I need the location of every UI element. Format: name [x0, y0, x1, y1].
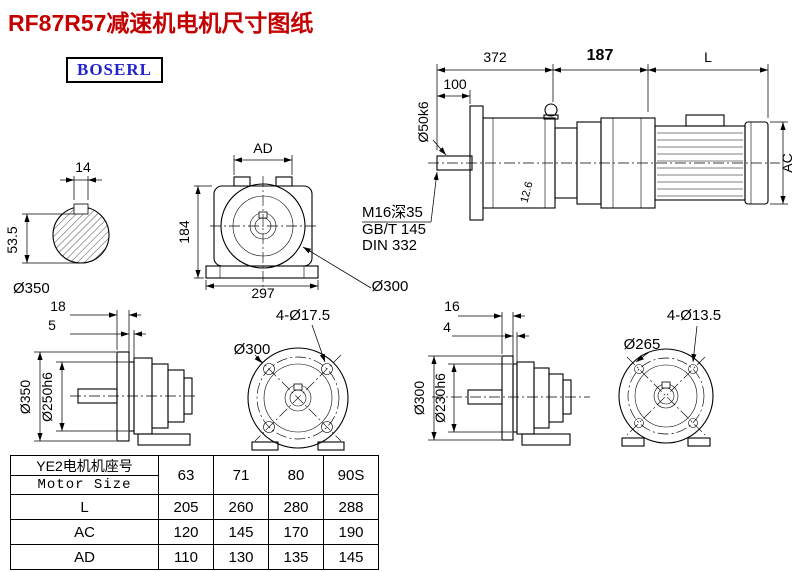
- flange-unit-2-face-view: Ø265 4-Ø13.5: [618, 307, 721, 447]
- brand-logo: BOSERL: [66, 57, 163, 83]
- fu1-face-od-label: Ø300: [234, 341, 271, 358]
- tap-standard-din: DIN 332: [362, 237, 417, 254]
- value-cell: 110: [158, 544, 214, 570]
- value-cell: 205: [158, 494, 214, 520]
- front-flange-dia-label: Ø300: [372, 278, 409, 295]
- fu2-spigot-length-label: 4: [443, 319, 451, 335]
- keyway: [73, 203, 89, 215]
- flange-unit-1-side-view: 18 5 Ø350 Ø250h6: [17, 298, 198, 446]
- dim-12-6-label: 12.6: [519, 180, 536, 204]
- value-cell: 170: [268, 519, 324, 545]
- value-cell: 280: [268, 494, 324, 520]
- fu2-face-od-label: Ø265: [624, 336, 661, 353]
- motor-size-col-71: 71: [213, 455, 269, 495]
- dim-L-label: L: [704, 49, 712, 65]
- value-cell: 260: [213, 494, 269, 520]
- fu1-spigot: [128, 361, 135, 432]
- table-row-L: L 205 260 280 288: [10, 494, 379, 520]
- dim-297-label: 297: [251, 285, 275, 301]
- motor-size-table: YE2电机机座号 Motor Size 63 71 80 90S L 205 2…: [10, 455, 379, 570]
- table-header-en: Motor Size: [37, 477, 132, 493]
- fu1-spigot-length-label: 5: [48, 317, 56, 333]
- fu1-holes-label: 4-Ø17.5: [276, 307, 330, 324]
- row-label-AD: AD: [10, 544, 159, 570]
- motor-fins: [657, 132, 743, 197]
- fu1-face-outer-circle: [247, 347, 349, 449]
- value-cell: 120: [158, 519, 214, 545]
- row-label-AC: AC: [10, 519, 159, 545]
- table-row-AD: AD 110 130 135 145: [10, 544, 379, 570]
- value-cell: 130: [213, 544, 269, 570]
- fu1-bolt-hole: [321, 421, 333, 433]
- fan-cowl: [744, 121, 769, 205]
- fu1-flange: [116, 351, 130, 442]
- shaft-section-circle: [52, 206, 110, 264]
- fu1-bolt-hole: [263, 363, 275, 375]
- motor-size-col-80: 80: [268, 455, 324, 495]
- key-height-label: 53.5: [4, 226, 20, 253]
- fu2-face-outer-circle: [618, 348, 714, 444]
- terminal-box: [685, 114, 725, 127]
- fu1-spigot-dia-label: Ø250h6: [39, 372, 55, 422]
- fu2-spigot-dia-label: Ø230h6: [432, 373, 448, 423]
- fu2-od-label: Ø300: [411, 381, 427, 415]
- dim-184-label: 184: [176, 220, 192, 244]
- fu2-holes-label: 4-Ø13.5: [667, 307, 721, 324]
- value-cell: 288: [323, 494, 379, 520]
- fu2-spigot: [512, 363, 518, 433]
- lifting-eyebolt: [544, 103, 558, 117]
- motor-size-col-90S: 90S: [323, 455, 379, 495]
- fu2-bolt-hole: [634, 364, 644, 374]
- fu1-bolt-hole: [263, 421, 275, 433]
- fu1-od-label: Ø350: [17, 380, 33, 414]
- page-title: RF87R57减速机电机尺寸图纸: [8, 10, 314, 36]
- fu2-feet: [521, 433, 571, 446]
- fu2-flange-thickness-label: 16: [444, 298, 460, 314]
- dim-AD-label: AD: [253, 140, 272, 156]
- dim-187-label: 187: [587, 47, 614, 64]
- table-header-row: YE2电机机座号 Motor Size 63 71 80 90S: [10, 455, 379, 495]
- row-label-L: L: [10, 494, 159, 520]
- fu1-bolt-hole: [321, 363, 333, 375]
- fu2-flange: [501, 355, 514, 441]
- flange-unit-2-side-view: 16 4 Ø300 Ø230h6: [411, 298, 590, 446]
- fu2-bolt-hole: [634, 418, 644, 428]
- dimension-drawing: 372 187 L 100 Ø50k6 AC 12.6 M16深35 GB/T …: [4, 47, 795, 451]
- tap-hole-note: M16深35: [362, 204, 423, 221]
- value-cell: 145: [213, 519, 269, 545]
- fu1-flange-thickness-label: 18: [50, 298, 66, 314]
- table-row-AC: AC 120 145 170 190: [10, 519, 379, 545]
- value-cell: 190: [323, 519, 379, 545]
- table-header-cn: YE2电机机座号: [11, 456, 158, 476]
- mounting-feet: [205, 265, 319, 279]
- fu2-bolt-hole: [688, 364, 698, 374]
- input-shaft: [436, 155, 473, 171]
- main-view-dimensions: 372 187 L 100 Ø50k6 AC 12.6 M16深35 GB/T …: [362, 47, 795, 254]
- motor-size-col-63: 63: [158, 455, 214, 495]
- dim-372-label: 372: [483, 49, 507, 65]
- tap-standard-gb: GB/T 145: [362, 221, 426, 238]
- main-side-view: [428, 103, 780, 221]
- shaft-section-view: 14 53.5 Ø350: [4, 159, 110, 297]
- fu2-bolt-hole: [688, 418, 698, 428]
- shaft-diameter-label: Ø50k6: [415, 101, 431, 142]
- section-diameter-label: Ø350: [13, 280, 50, 297]
- value-cell: 135: [268, 544, 324, 570]
- fu1-feet: [137, 433, 191, 446]
- key-width-label: 14: [75, 159, 91, 175]
- value-cell: 145: [323, 544, 379, 570]
- dim-AC-label: AC: [779, 153, 795, 172]
- dim-100-label: 100: [443, 76, 467, 92]
- front-view: AD 184 297 Ø300: [176, 140, 408, 301]
- flange-unit-1-face-view: Ø300 4-Ø17.5: [234, 307, 349, 451]
- motor-size-header-cell: YE2电机机座号 Motor Size: [10, 455, 159, 495]
